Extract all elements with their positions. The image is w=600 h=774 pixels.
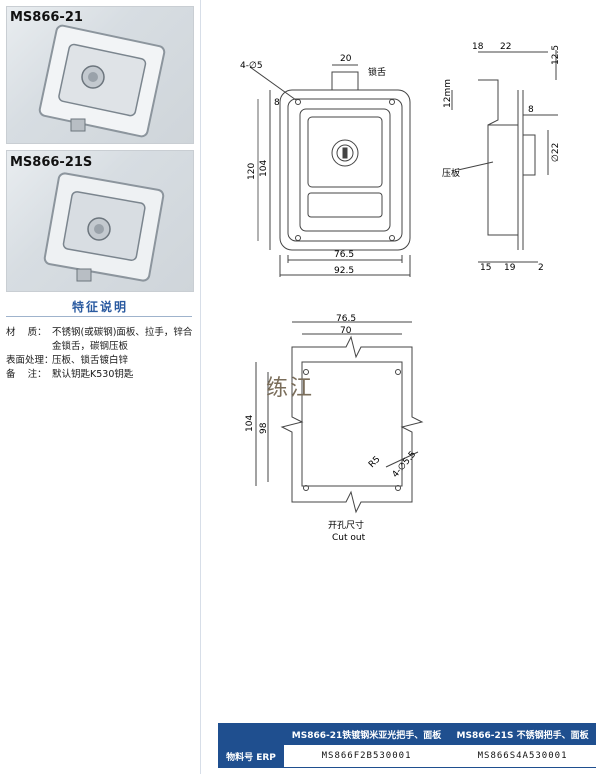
watermark-text: 练江	[266, 376, 315, 401]
feature-value: 压板、锁舌镀白锌	[52, 355, 129, 366]
front-dim-76-5: 76.5	[334, 250, 354, 260]
latch-image-1	[38, 24, 166, 138]
side-label-plate: 压板	[442, 167, 460, 179]
erp-header-col-2: MS866-21S 不锈钢把手、面板	[449, 723, 596, 745]
side-dim-15: 15	[480, 263, 491, 273]
side-dim-22-top: 22	[500, 42, 511, 52]
erp-code-1: MS866F2B530001	[284, 745, 450, 768]
feature-key: 材 质：	[6, 327, 47, 338]
product-sidebar: MS866-21 MS866-21S 特征说明 材 质： 不锈钢(或碳钢)面板、…	[0, 0, 200, 774]
feature-row-remark: 备 注： 默认钥匙K530钥匙	[6, 368, 196, 382]
erp-header-col-1: MS866-21铁镀钢米亚光把手、面板	[284, 723, 450, 745]
side-dim-18: 18	[472, 42, 484, 52]
product-photo-1	[6, 6, 194, 144]
erp-code-2: MS866S4A530001	[449, 745, 596, 768]
feature-row-material: 材 质： 不锈钢(或碳钢)面板、拉手，锌合金锁舌，碳钢压板	[6, 326, 196, 354]
cutout-dim-76-5: 76.5	[336, 314, 356, 324]
feature-value: 不锈钢(或碳钢)面板、拉手，锌合金锁舌，碳钢压板	[52, 327, 193, 352]
cutout-caption-cn: 开孔尺寸	[328, 519, 364, 531]
features-list: 材 质： 不锈钢(或碳钢)面板、拉手，锌合金锁舌，碳钢压板 表面处理： 压板、锁…	[6, 326, 196, 382]
feature-row-surface: 表面处理： 压板、锁舌镀白锌	[6, 354, 196, 368]
front-dim-92-5: 92.5	[334, 266, 354, 276]
feature-value: 默认钥匙K530钥匙	[52, 369, 134, 380]
side-dim-12mm: 12mm	[443, 79, 453, 108]
feature-key: 表面处理：	[6, 355, 54, 366]
front-hole-spec: 4-∅5	[240, 61, 263, 71]
side-dim-12-5: 12.5	[551, 45, 561, 65]
erp-row-label: 物料号 ERP	[218, 745, 284, 768]
erp-table: MS866-21铁镀钢米亚光把手、面板 MS866-21S 不锈钢把手、面板 物…	[218, 723, 596, 768]
product-photo-2	[6, 150, 194, 292]
front-dim-20: 20	[340, 54, 352, 64]
side-dim-8: 8	[528, 105, 534, 115]
feature-key: 备 注：	[6, 369, 47, 380]
features-title: 特征说明	[71, 300, 128, 314]
cutout-dim-r5: R5	[367, 455, 383, 471]
side-dim-2: 2	[538, 263, 544, 273]
front-dim-104: 104	[259, 160, 269, 177]
cutout-drawing: 76.5 70 104 98 R5 4-∅5.5 开孔尺寸 Cut out	[245, 314, 424, 543]
front-dim-8: 8	[274, 98, 280, 108]
side-dim-19: 19	[504, 263, 516, 273]
front-label-tongue: 锁舌	[368, 66, 386, 78]
front-view-drawing: 4-∅5 20 锁舌 8 120 104 76.5 92.5	[240, 54, 411, 277]
erp-header-blank	[218, 723, 284, 745]
model-label-2: MS866-21S	[10, 155, 93, 170]
cutout-hole-spec: 4-∅5.5	[391, 450, 419, 480]
cutout-caption-en: Cut out	[332, 533, 366, 543]
latch-image-2	[43, 172, 165, 282]
cutout-dim-104: 104	[245, 415, 255, 432]
features-divider	[6, 316, 192, 317]
column-divider	[200, 0, 201, 774]
front-dim-120: 120	[247, 163, 257, 180]
erp-code-row: 物料号 ERP MS866F2B530001 MS866S4A530001	[218, 745, 596, 768]
model-label-1: MS866-21	[10, 10, 83, 25]
side-view-drawing: 18 22 12.5 12mm 8 ∅22 压板 15 19 2	[442, 42, 561, 273]
erp-header-row: MS866-21铁镀钢米亚光把手、面板 MS866-21S 不锈钢把手、面板	[218, 723, 596, 745]
cutout-dim-70: 70	[340, 326, 352, 336]
cutout-dim-98: 98	[259, 422, 269, 434]
side-dim-d22: ∅22	[551, 143, 561, 162]
